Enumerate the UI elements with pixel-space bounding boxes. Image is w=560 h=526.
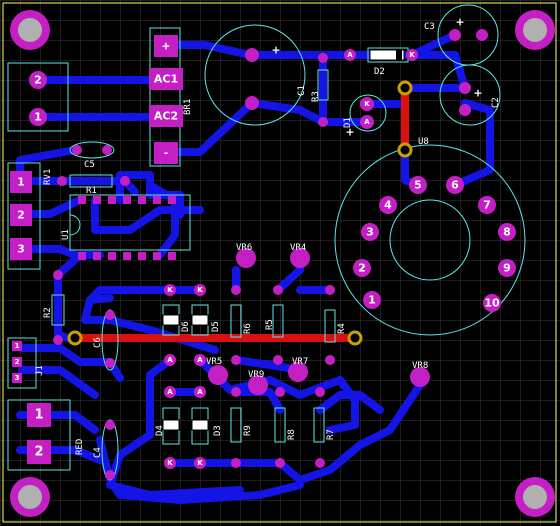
label-rv1: RV1 xyxy=(43,169,53,185)
d4-k-label: K xyxy=(167,459,173,467)
label-r2: R2 xyxy=(43,307,53,318)
u8-pin-2: 2 xyxy=(358,262,366,275)
label-vr5: VR5 xyxy=(206,357,222,367)
d5-a-label: A xyxy=(197,356,203,364)
d6-k-label: K xyxy=(167,286,173,294)
label-d6: D6 xyxy=(181,321,191,332)
rv1-pin-2: 2 xyxy=(17,209,25,222)
bridge-ac1-label: AC1 xyxy=(154,73,178,86)
label-c1: C1 xyxy=(297,85,307,96)
u8-pin-9: 9 xyxy=(503,262,511,275)
bridge-minus-label: - xyxy=(164,147,169,160)
label-r1: R1 xyxy=(86,186,97,196)
label-vr8: VR8 xyxy=(412,361,428,371)
label-d1: D1 xyxy=(343,117,353,128)
label-red: RED xyxy=(75,439,85,455)
red-pin-2: 2 xyxy=(34,445,43,460)
bridge-plus-label: + xyxy=(161,40,170,53)
c2-plus-label: + xyxy=(473,87,482,100)
d4-a-label: A xyxy=(167,388,173,396)
label-u8: U8 xyxy=(418,137,429,147)
vias xyxy=(67,80,413,346)
label-r7: R7 xyxy=(326,429,336,440)
j1-pin-2: 2 xyxy=(15,358,20,366)
u8-pin-5: 5 xyxy=(414,179,422,192)
u8-pin-1: 1 xyxy=(368,294,376,307)
label-c5: C5 xyxy=(84,160,95,170)
u8-pin-3: 3 xyxy=(366,226,374,239)
label-c4: C4 xyxy=(93,447,103,458)
label-r8: R8 xyxy=(287,429,297,440)
label-c6: C6 xyxy=(93,337,103,348)
label-br1: BR1 xyxy=(183,99,193,115)
mounting-holes xyxy=(10,10,555,517)
d6-a-label: A xyxy=(167,356,173,364)
bridge-ac2-label: AC2 xyxy=(154,110,178,123)
label-vr9: VR9 xyxy=(248,370,264,380)
u8-pin-6: 6 xyxy=(451,179,459,192)
pad-label-2: 2 xyxy=(34,74,42,87)
top-layer-traces xyxy=(71,84,409,342)
label-r5: R5 xyxy=(265,319,275,330)
d1-k-label: K xyxy=(364,100,370,108)
rv1-pin-3: 3 xyxy=(17,243,25,256)
label-c3: C3 xyxy=(424,22,435,32)
d2-k-label: K xyxy=(409,51,415,59)
c3-plus-label: + xyxy=(455,16,464,29)
d1-a-label: A xyxy=(364,118,370,126)
label-u1: U1 xyxy=(61,229,71,240)
label-d2: D2 xyxy=(374,67,385,77)
label-c2: C2 xyxy=(491,97,501,108)
u8-pin-4: 4 xyxy=(384,199,392,212)
j1-pin-3: 3 xyxy=(15,374,20,382)
d1-plus-label: + xyxy=(345,126,354,139)
rv1-pin-1: 1 xyxy=(17,176,25,189)
label-r9: R9 xyxy=(243,425,253,436)
d2-a-label: A xyxy=(347,51,353,59)
u8-pin-7: 7 xyxy=(483,199,491,212)
label-r6: R6 xyxy=(243,323,253,334)
pad-label-1: 1 xyxy=(34,111,42,124)
d3-k-label: K xyxy=(197,459,203,467)
label-vr4: VR4 xyxy=(290,243,306,253)
label-d4: D4 xyxy=(155,425,165,436)
c1-plus-label: + xyxy=(271,44,280,57)
u8-pin-8: 8 xyxy=(503,226,511,239)
label-d5: D5 xyxy=(211,321,221,332)
d3-a-label: A xyxy=(197,388,203,396)
u8-pin-10: 10 xyxy=(484,297,500,310)
j1-pin-1: 1 xyxy=(15,342,20,350)
label-r3: R3 xyxy=(311,91,321,102)
pads xyxy=(10,29,516,480)
label-r4: R4 xyxy=(337,323,347,334)
d5-k-label: K xyxy=(197,286,203,294)
label-j1: J1 xyxy=(35,365,45,376)
label-d3: D3 xyxy=(213,425,223,436)
label-vr7: VR7 xyxy=(292,357,308,367)
bottom-layer-traces xyxy=(16,31,494,504)
red-pin-1: 1 xyxy=(34,408,43,423)
diode-bodies xyxy=(162,49,405,431)
label-vr6: VR6 xyxy=(236,243,252,253)
